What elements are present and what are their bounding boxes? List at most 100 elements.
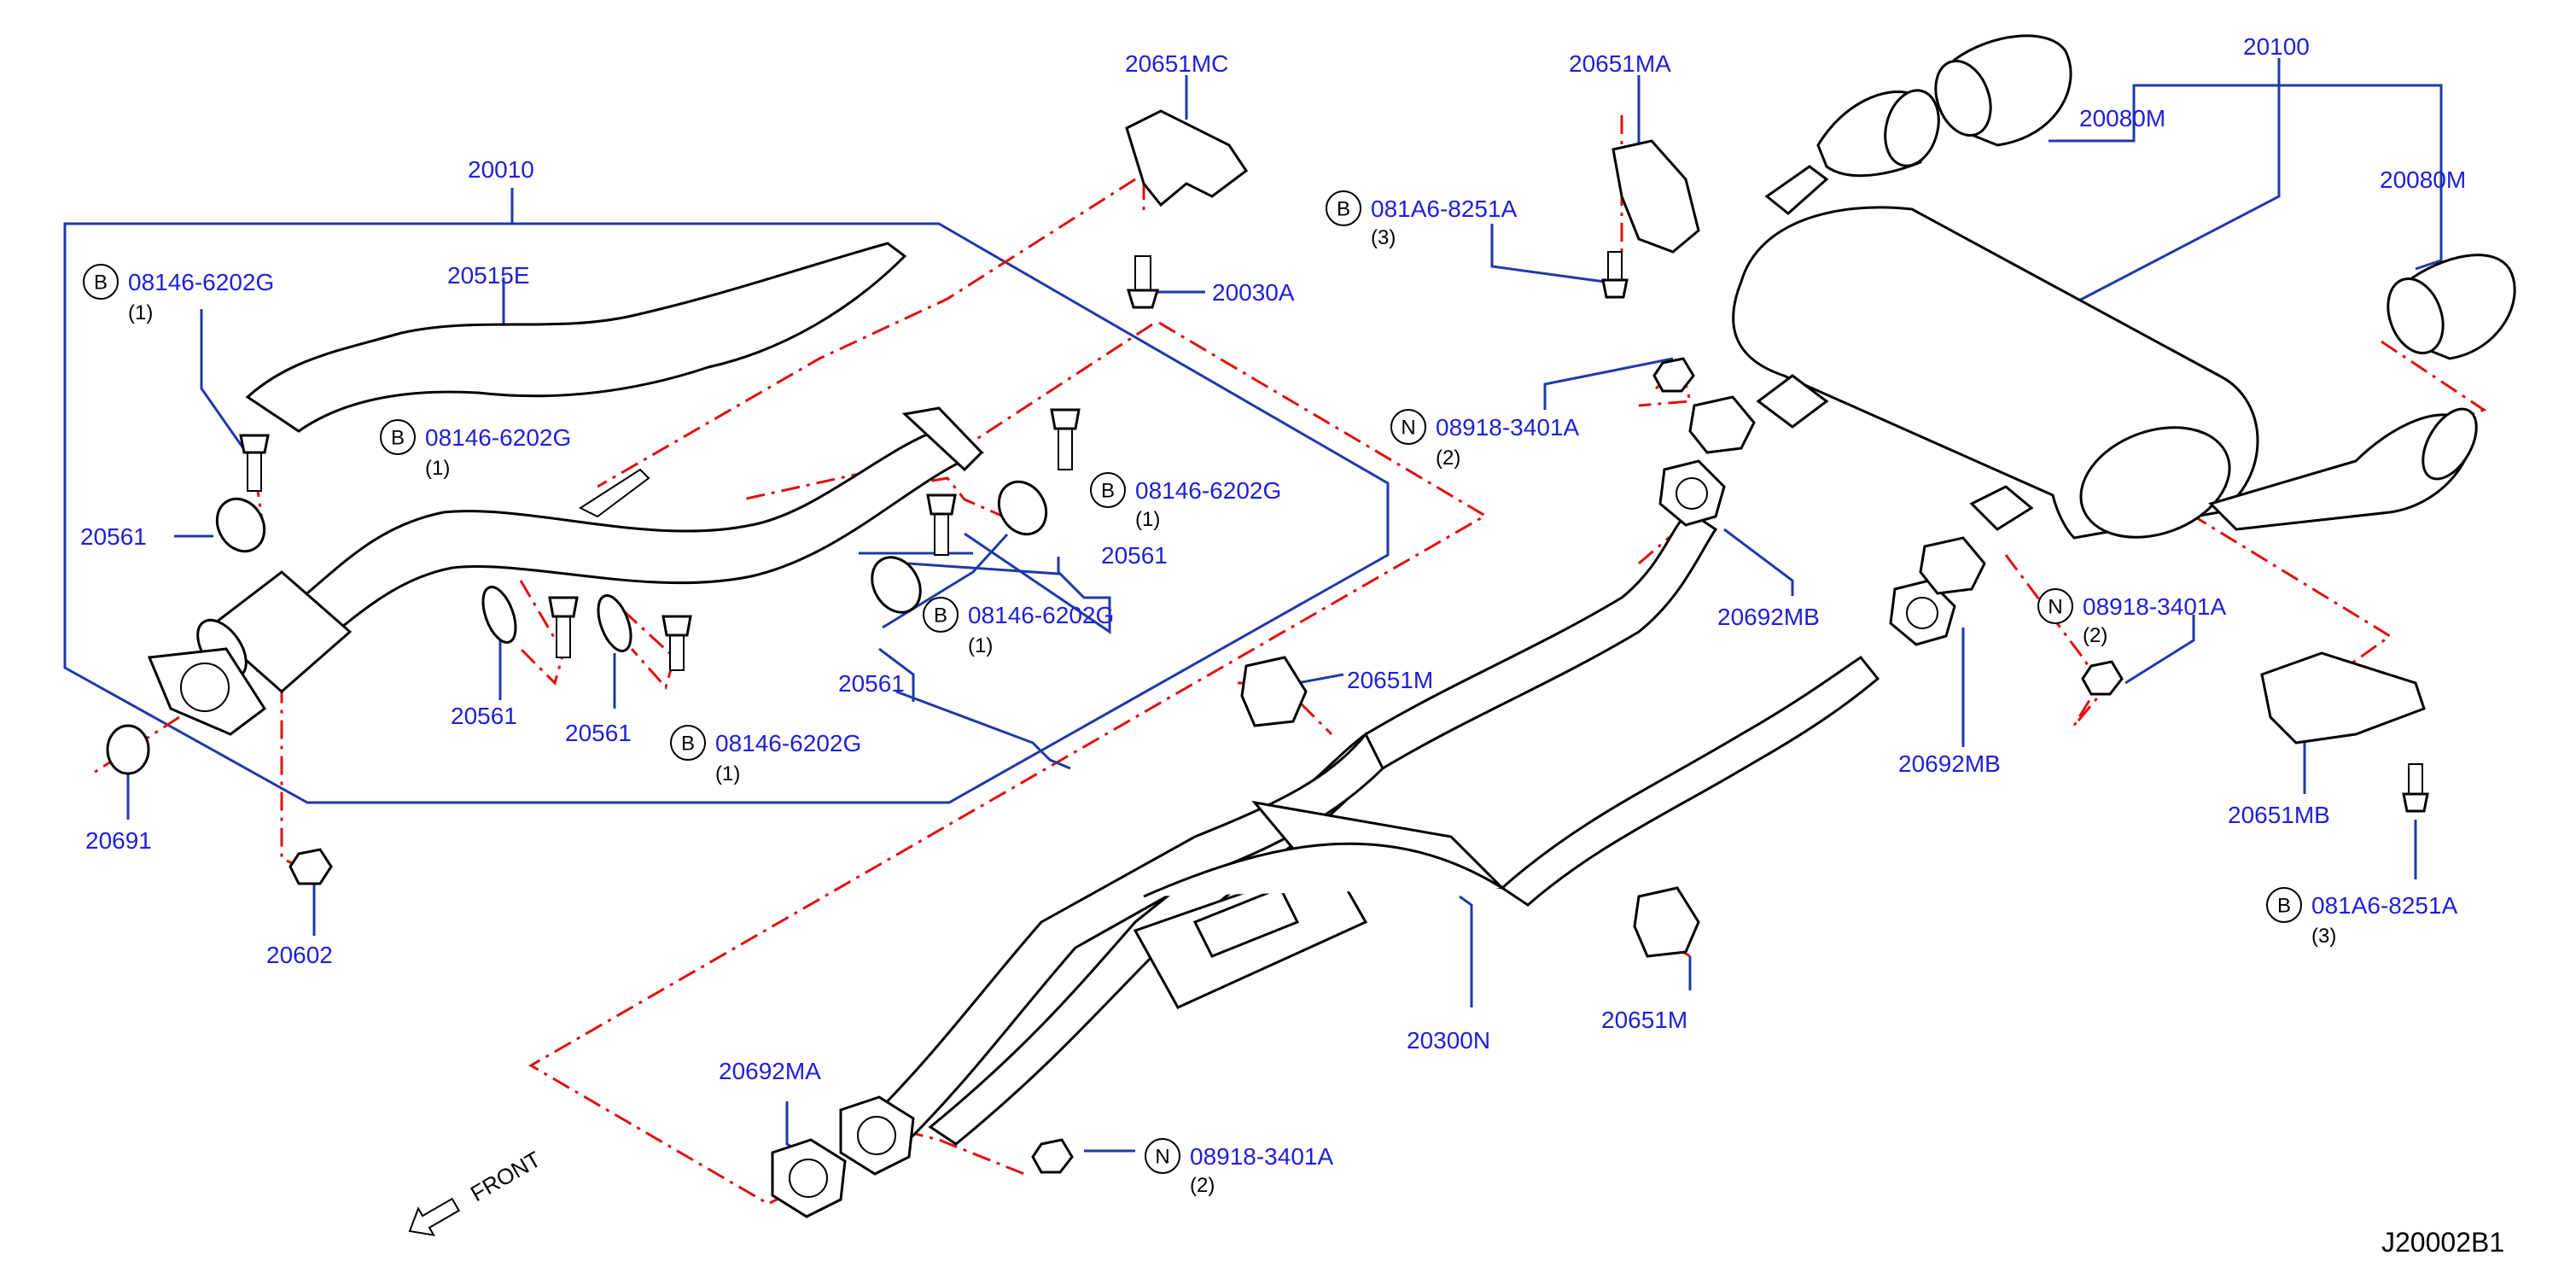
label-20080M-left: 20080M <box>2079 105 2165 131</box>
svg-text:N: N <box>1401 417 1415 440</box>
svg-text:(1): (1) <box>968 634 993 657</box>
callout-n1: N 08918-3401A (2) <box>1390 409 1579 470</box>
label-20651M-lower: 20651M <box>1601 1007 1687 1033</box>
svg-text:B: B <box>934 604 947 628</box>
label-20651MA: 20651MA <box>1569 50 1671 77</box>
center-pipe-assembly <box>868 511 1880 1146</box>
bolt-08146-6202G-1 <box>239 434 270 492</box>
tail-finisher-right <box>2387 254 2516 360</box>
label-20561-c: 20561 <box>565 720 632 746</box>
svg-text:081A6-8251A: 081A6-8251A <box>1371 196 1518 222</box>
svg-text:(1): (1) <box>425 457 450 480</box>
label-20300N: 20300N <box>1407 1027 1490 1054</box>
svg-text:B: B <box>94 272 108 295</box>
svg-text:B: B <box>1337 198 1350 221</box>
callout-b4: B 08146-6202G (1) <box>923 597 1114 657</box>
clamp-20561-e <box>997 480 1048 536</box>
clamp-20561-b <box>481 586 517 644</box>
front-label: FRONT <box>466 1146 545 1206</box>
label-20030A: 20030A <box>1212 279 1295 306</box>
callout-n2: N 08918-3401A (2) <box>2037 588 2226 647</box>
label-20651M-upper: 20651M <box>1347 667 1433 693</box>
svg-text:(3): (3) <box>2311 925 2336 948</box>
svg-text:08146-6202G: 08146-6202G <box>968 602 1114 628</box>
nut-08918-3401A-bottom <box>1031 1138 1074 1174</box>
leader-lines <box>126 58 2443 1154</box>
svg-text:08146-6202G: 08146-6202G <box>715 730 861 756</box>
svg-text:(2): (2) <box>1190 1174 1215 1197</box>
tail-finisher-left <box>1934 34 2072 147</box>
svg-text:(1): (1) <box>1135 508 1160 531</box>
muffler-inlet-flange-left <box>1688 395 1756 454</box>
label-20561-d: 20561 <box>838 670 905 697</box>
label-20515E: 20515E <box>447 262 530 289</box>
front-direction-arrow <box>408 1197 461 1236</box>
svg-text:08918-3401A: 08918-3401A <box>1190 1143 1333 1170</box>
callout-b6: B 081A6-8251A (3) <box>1326 190 1518 249</box>
svg-text:(1): (1) <box>715 762 740 785</box>
label-20561-b: 20561 <box>451 703 517 729</box>
label-20602: 20602 <box>266 942 333 968</box>
assembly-guide-lines <box>93 92 2487 1206</box>
nut-20602 <box>288 848 333 885</box>
svg-text:(2): (2) <box>2083 624 2107 647</box>
svg-text:08918-3401A: 08918-3401A <box>1436 414 1579 441</box>
front-tube-group-outline <box>63 222 1390 804</box>
svg-text:B: B <box>391 427 405 450</box>
muffler-inlet-flange-right <box>1919 536 1986 595</box>
diagram-id: J20002B1 <box>2381 1227 2504 1258</box>
label-20692MA: 20692MA <box>719 1058 821 1084</box>
gasket-20692MB-left <box>1658 459 1726 527</box>
label-20010: 20010 <box>468 156 534 183</box>
mounting-bracket-ma <box>1611 139 1700 254</box>
front-tube-assembly <box>147 406 985 736</box>
main-muffler-assembly <box>1732 89 2478 540</box>
gasket-20691 <box>106 724 150 775</box>
nut-08918-3401A-mid <box>2081 660 2124 696</box>
svg-text:N: N <box>2048 596 2062 619</box>
gasket-20692MA <box>771 1138 847 1218</box>
svg-text:(3): (3) <box>1371 226 1396 249</box>
label-20080M-right: 20080M <box>2380 166 2466 193</box>
label-20561-a: 20561 <box>80 523 147 550</box>
svg-text:08146-6202G: 08146-6202G <box>1135 477 1281 504</box>
label-20651MC: 20651MC <box>1125 50 1228 77</box>
callout-b3: B 08146-6202G (1) <box>1090 472 1281 531</box>
svg-text:B: B <box>681 733 695 756</box>
svg-text:081A6-8251A: 081A6-8251A <box>2311 892 2458 919</box>
bolt-08146-6202G-2 <box>548 596 579 658</box>
heat-insulator <box>245 242 907 433</box>
svg-text:N: N <box>1155 1146 1169 1169</box>
bolt-081A6-8251A-bottom <box>2402 763 2429 813</box>
svg-text:(2): (2) <box>1436 447 1460 470</box>
callout-b1: B 08146-6202G (1) <box>83 264 274 324</box>
svg-text:B: B <box>2277 895 2291 918</box>
bolt-08146-6202G-3 <box>661 615 692 671</box>
label-20651MB: 20651MB <box>2228 802 2330 828</box>
mounting-bracket-mb <box>2260 651 2426 744</box>
rubber-mount-20651M-upper <box>1240 656 1308 727</box>
bolt-081A6-8251A-top <box>1601 251 1629 299</box>
clamp-20561-c <box>597 594 632 652</box>
svg-text:B: B <box>1101 480 1115 503</box>
label-20561-e: 20561 <box>1101 542 1168 569</box>
rubber-mount-20651M-lower <box>1633 886 1700 958</box>
callout-b2: B 08146-6202G (1) <box>380 419 571 480</box>
nut-08918-3401A-top <box>1652 357 1695 393</box>
svg-text:08918-3401A: 08918-3401A <box>2083 593 2226 620</box>
clamp-20561-a <box>215 497 266 553</box>
callout-b7: B 081A6-8251A (3) <box>2266 887 2458 948</box>
mounting-bracket-mc <box>1125 109 1249 207</box>
flange-center-front <box>839 1095 915 1176</box>
svg-text:08146-6202G: 08146-6202G <box>425 424 571 451</box>
svg-text:08146-6202G: 08146-6202G <box>128 269 274 295</box>
callout-b5: B 08146-6202G (1) <box>670 725 861 785</box>
label-20692MB-left: 20692MB <box>1717 604 1820 630</box>
bolt-08146-6202G-4 <box>926 493 957 556</box>
svg-text:(1): (1) <box>128 301 153 324</box>
callout-n3: N 08918-3401A (2) <box>1145 1138 1333 1197</box>
label-20692MB-right: 20692MB <box>1898 750 2001 777</box>
label-20691: 20691 <box>85 827 152 854</box>
label-20100: 20100 <box>2243 33 2310 60</box>
